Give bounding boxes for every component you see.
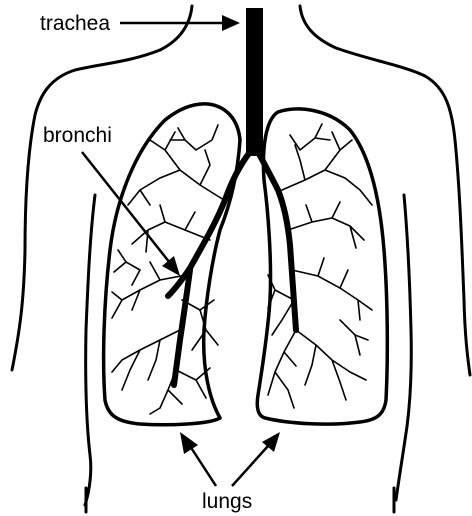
left-arm-inner-line [85, 195, 95, 505]
right-lung-outline [257, 109, 387, 424]
left-shoulder-line [12, 6, 192, 370]
trachea-callout: trachea [40, 12, 240, 35]
left-lung-bronchioles [112, 125, 224, 414]
trachea-label: trachea [40, 12, 110, 35]
right-lung-bronchioles [268, 124, 372, 408]
lungs-label: lungs [202, 490, 252, 513]
trachea-arrowhead [222, 15, 240, 31]
right-arm-inner-line [396, 195, 411, 500]
lungs-left-arrowhead [180, 432, 198, 454]
lungs-left-arrow-line [190, 446, 216, 486]
bronchi-arrowhead [162, 256, 180, 276]
lungs-right-arrow-line [232, 446, 268, 486]
trachea-tube [246, 8, 263, 156]
bronchi-label: bronchi [43, 124, 112, 147]
bronchi-arrow-line [82, 152, 170, 263]
right-lung [257, 109, 387, 424]
right-shoulder-line [300, 6, 470, 375]
body-outline [12, 6, 470, 512]
trachea [246, 8, 263, 156]
lungs-callout: lungs [180, 432, 280, 513]
